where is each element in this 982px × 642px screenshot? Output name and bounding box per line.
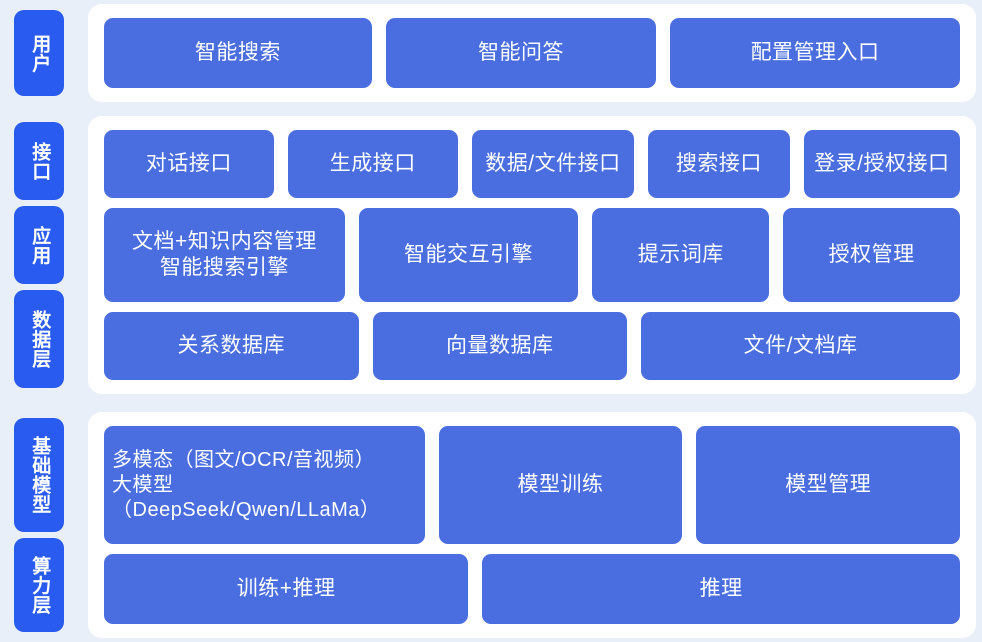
band-core: 接口 应用 数据层 对话接口 生成接口 数据/文件接口 搜索接口 登录/授权接口… xyxy=(0,116,982,394)
card-file-document-store[interactable]: 文件/文档库 xyxy=(641,312,960,381)
card-smart-search[interactable]: 智能搜索 xyxy=(104,18,372,88)
interface-row: 对话接口 生成接口 数据/文件接口 搜索接口 登录/授权接口 xyxy=(104,130,961,198)
card-prompt-library[interactable]: 提示词库 xyxy=(592,207,770,303)
layer-tab-user[interactable]: 用户 xyxy=(14,10,64,96)
card-training-and-inference[interactable]: 训练+推理 xyxy=(104,554,469,624)
card-generation-api[interactable]: 生成接口 xyxy=(287,130,458,198)
card-relational-database[interactable]: 关系数据库 xyxy=(104,312,359,381)
data-row: 关系数据库 向量数据库 文件/文档库 xyxy=(104,312,960,381)
card-doc-knowledge-management[interactable]: 文档+知识内容管理 智能搜索引擎 xyxy=(104,207,345,303)
card-inference[interactable]: 推理 xyxy=(482,554,960,624)
layer-tab-foundation-model[interactable]: 基础模型 xyxy=(14,418,64,532)
card-config-management-entry[interactable]: 配置管理入口 xyxy=(670,18,960,88)
card-model-training[interactable]: 模型训练 xyxy=(438,426,683,545)
layer-tab-application[interactable]: 应用 xyxy=(14,206,64,285)
card-smart-interaction-engine[interactable]: 智能交互引擎 xyxy=(358,207,579,303)
layer-tab-compute[interactable]: 算力层 xyxy=(14,537,64,632)
card-dialog-api[interactable]: 对话接口 xyxy=(104,130,274,198)
card-smart-qa[interactable]: 智能问答 xyxy=(385,18,657,88)
band-infra: 基础模型 算力层 多模态（图文/OCR/音视频） 大模型（DeepSeek/Qw… xyxy=(0,412,982,638)
card-data-file-api[interactable]: 数据/文件接口 xyxy=(471,130,635,198)
card-multimodal-large-model[interactable]: 多模态（图文/OCR/音视频） 大模型（DeepSeek/Qwen/LLaMa） xyxy=(104,426,425,545)
application-row: 文档+知识内容管理 智能搜索引擎 智能交互引擎 提示词库 授权管理 xyxy=(104,207,961,303)
band-user-rows: 智能搜索 智能问答 配置管理入口 xyxy=(88,4,976,102)
band-user: 用户 智能搜索 智能问答 配置管理入口 xyxy=(0,4,982,102)
compute-row: 训练+推理 推理 xyxy=(104,554,960,624)
card-authorization-management[interactable]: 授权管理 xyxy=(783,207,961,303)
card-model-management[interactable]: 模型管理 xyxy=(696,426,961,545)
band-core-rows: 对话接口 生成接口 数据/文件接口 搜索接口 登录/授权接口 文档+知识内容管理… xyxy=(88,116,976,394)
card-search-api[interactable]: 搜索接口 xyxy=(648,130,790,198)
card-vector-database[interactable]: 向量数据库 xyxy=(372,312,628,381)
band-infra-rows: 多模态（图文/OCR/音视频） 大模型（DeepSeek/Qwen/LLaMa）… xyxy=(88,412,976,638)
foundation-model-row: 多模态（图文/OCR/音视频） 大模型（DeepSeek/Qwen/LLaMa）… xyxy=(104,426,961,545)
user-row: 智能搜索 智能问答 配置管理入口 xyxy=(104,18,960,88)
layer-tab-interface[interactable]: 接口 xyxy=(14,122,64,201)
band-infra-tabs: 基础模型 算力层 xyxy=(14,412,64,638)
card-login-auth-api[interactable]: 登录/授权接口 xyxy=(803,130,961,198)
band-user-tabs: 用户 xyxy=(14,4,64,102)
band-core-tabs: 接口 应用 数据层 xyxy=(14,116,64,394)
layer-tab-data[interactable]: 数据层 xyxy=(14,290,64,389)
